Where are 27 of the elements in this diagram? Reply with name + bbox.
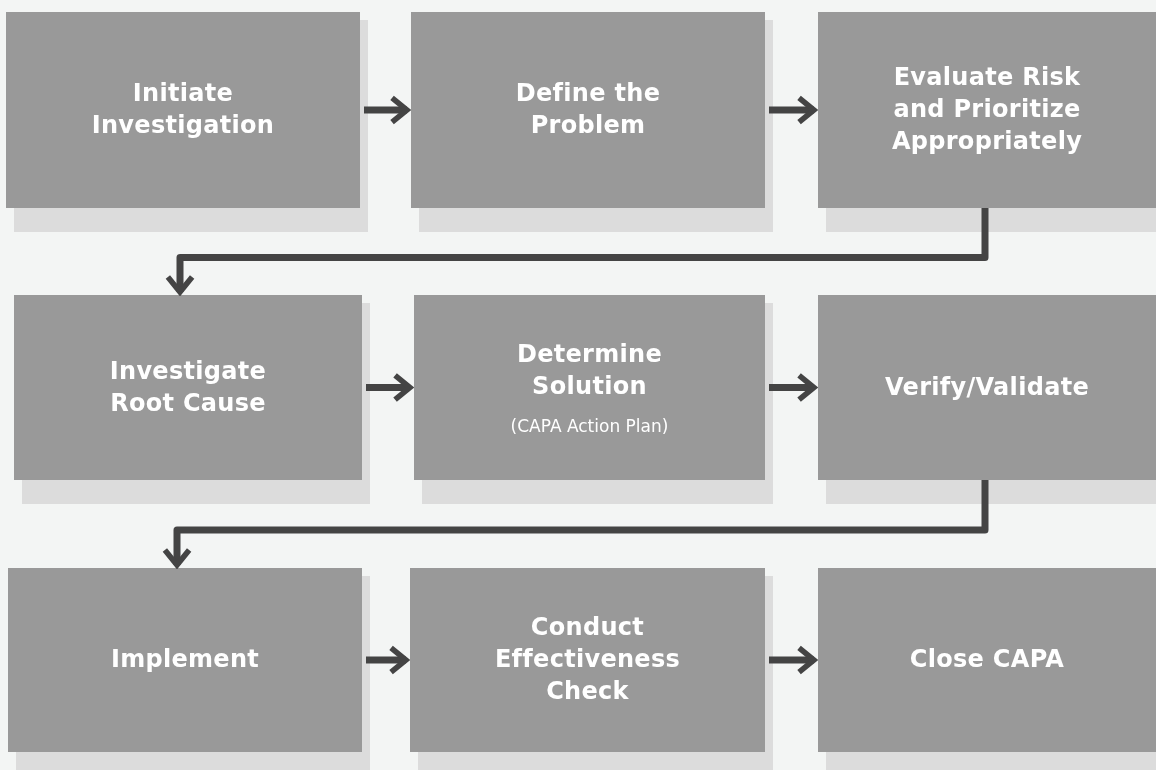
arrow xyxy=(364,95,410,125)
process-box xyxy=(8,568,362,752)
process-box xyxy=(818,12,1156,208)
arrow xyxy=(162,480,989,568)
step-title: Investigate Root Cause xyxy=(108,355,268,419)
step-note: (CAPA Action Plan) xyxy=(510,416,669,437)
arrow xyxy=(769,372,817,403)
step-title: Verify/Validate xyxy=(885,371,1089,403)
process-box xyxy=(818,295,1156,480)
process-box xyxy=(818,568,1156,752)
process-box xyxy=(6,12,360,208)
process-box xyxy=(14,295,362,480)
arrow xyxy=(769,645,817,675)
step-title: Close CAPA xyxy=(909,644,1065,676)
step-title: Initiate Investigation xyxy=(90,78,276,141)
arrow xyxy=(165,208,989,295)
process-box xyxy=(410,568,765,752)
arrow xyxy=(366,645,409,675)
step-title: Determine Solution xyxy=(515,338,664,402)
step-title: Conduct Effectiveness Check xyxy=(493,612,682,707)
arrow xyxy=(769,95,817,125)
step-title: Implement xyxy=(110,644,260,676)
process-box xyxy=(411,12,765,208)
step-title: Evaluate Risk and Prioritize Appropriately xyxy=(890,62,1084,157)
arrow xyxy=(366,372,413,403)
step-title: Define the Problem xyxy=(514,78,662,141)
process-box xyxy=(414,295,765,480)
